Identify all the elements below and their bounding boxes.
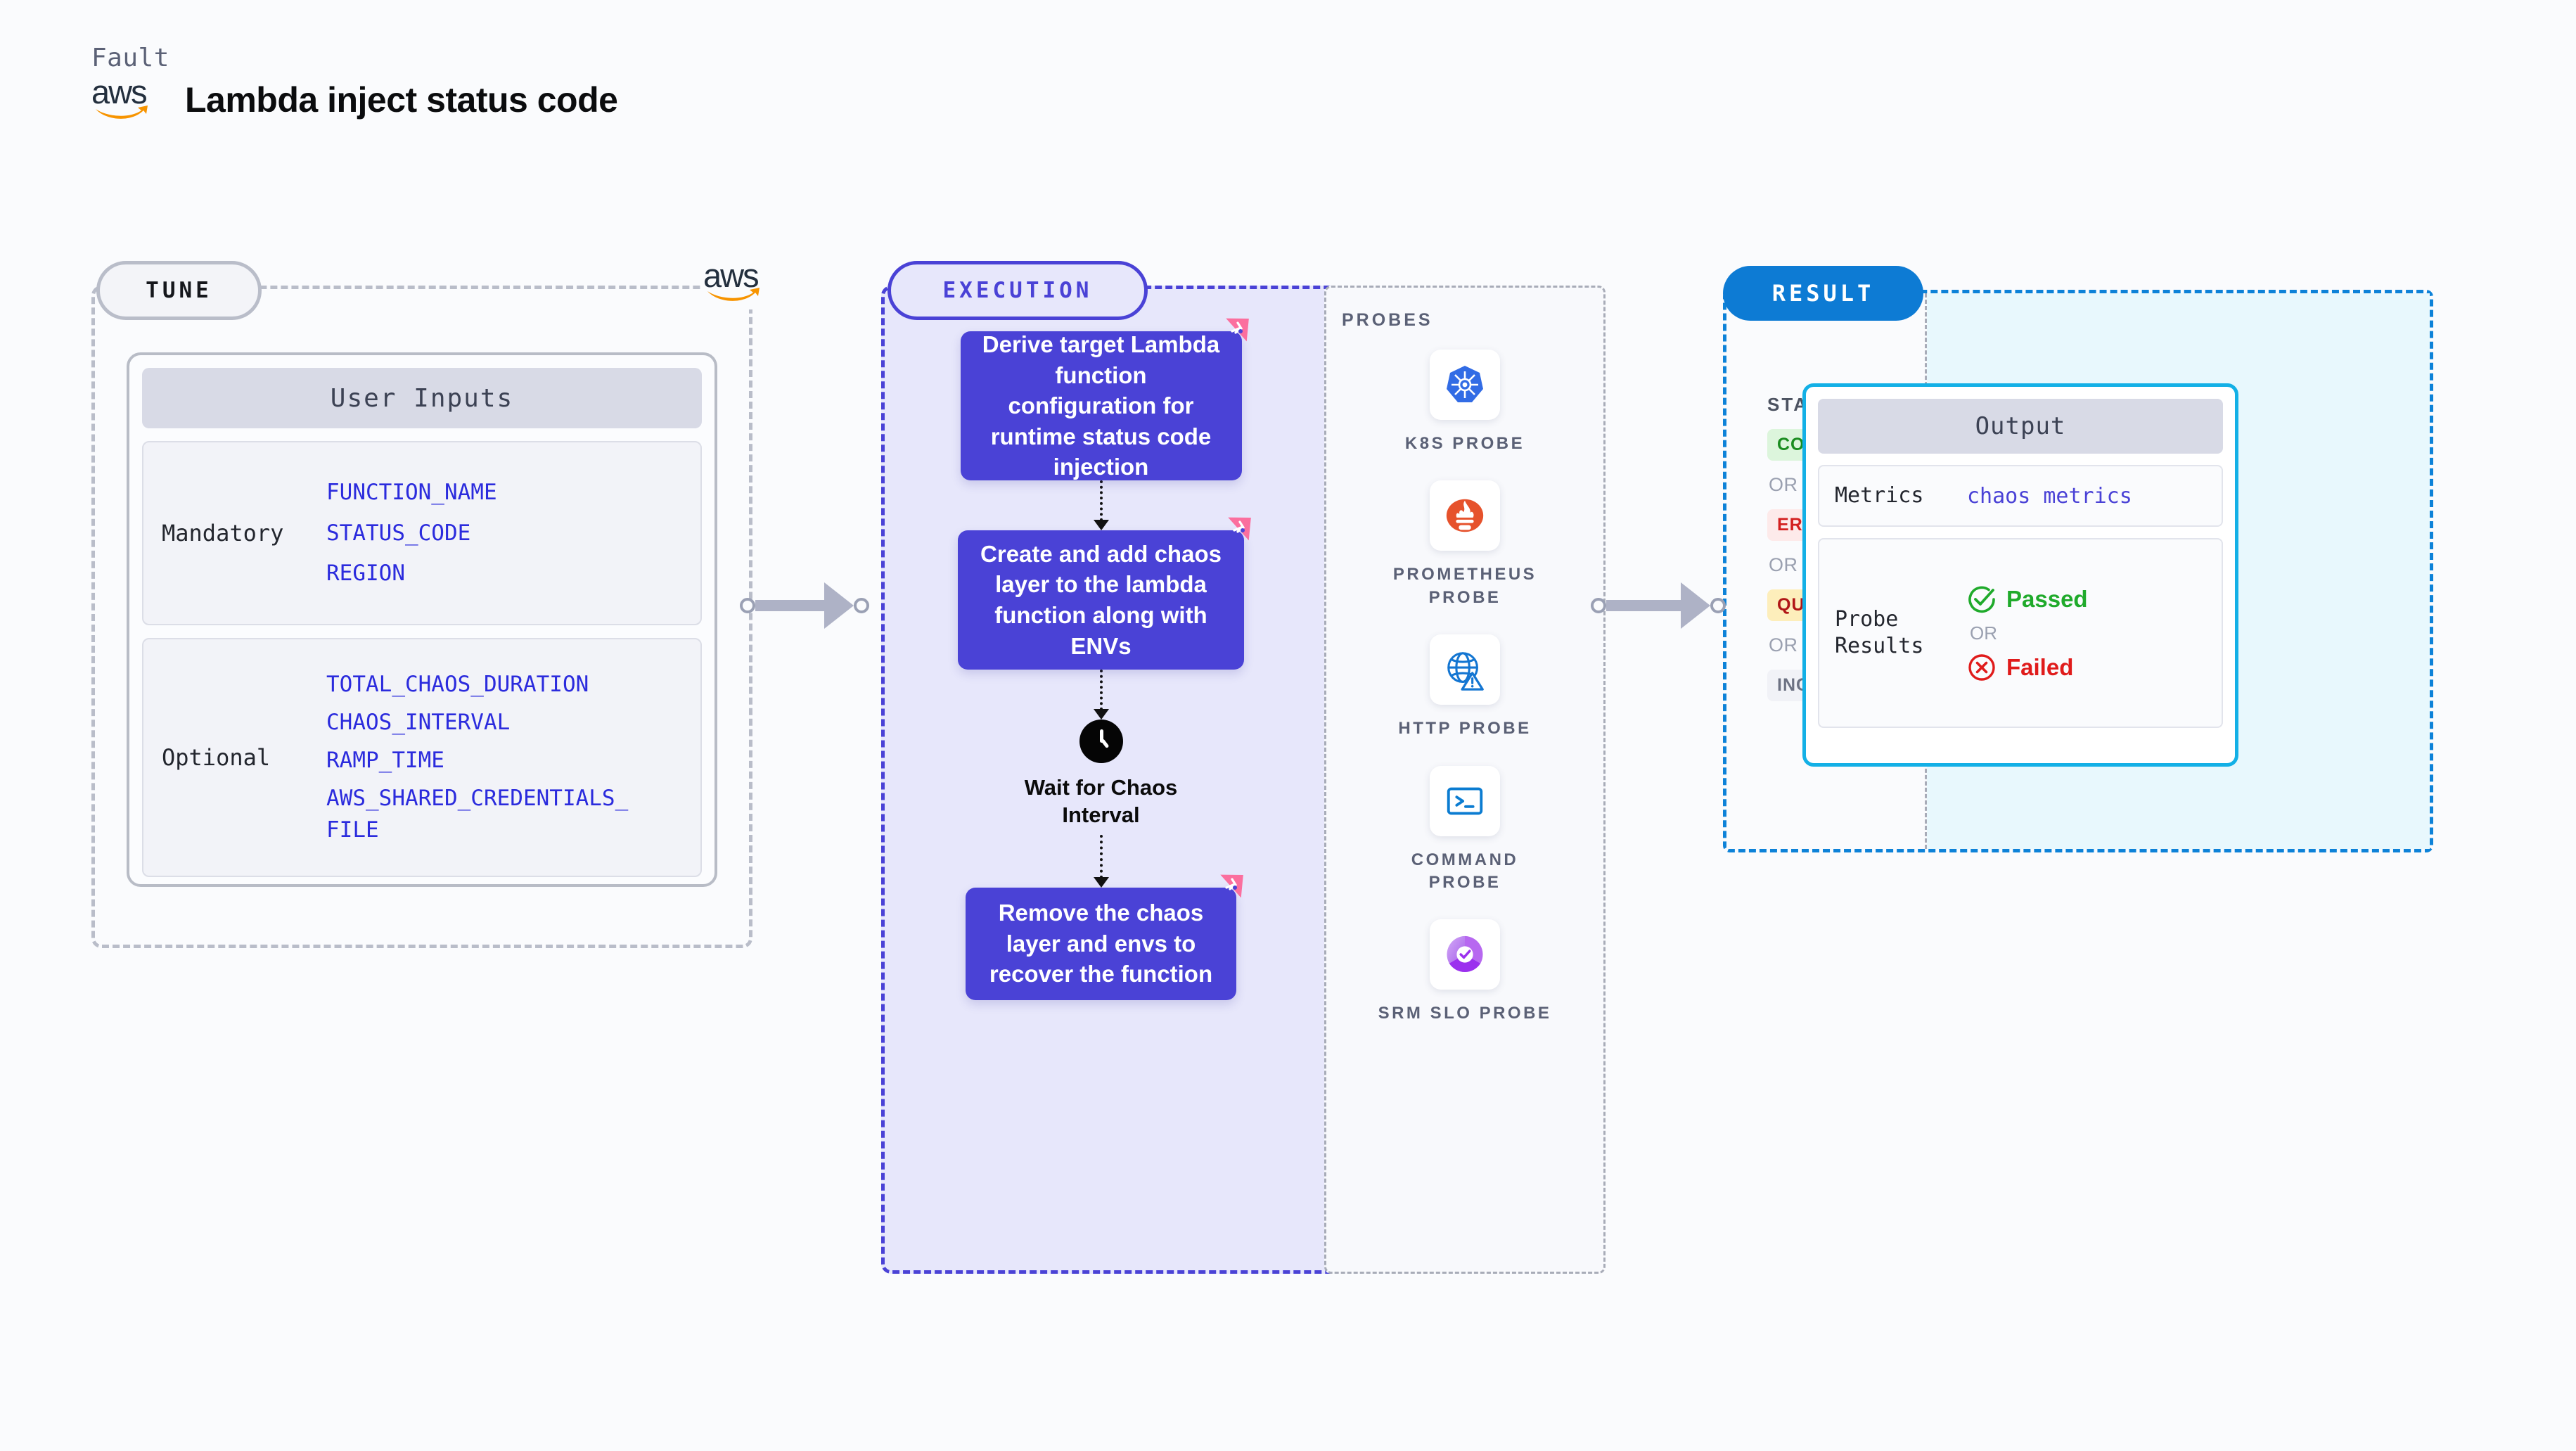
probes-list: K8S PROBE PROMETHEUS PROBE	[1326, 350, 1603, 1025]
aws-smile-icon	[96, 106, 148, 119]
connector-arrowhead	[824, 582, 854, 629]
param-status-code: STATUS_CODE	[326, 520, 471, 546]
metrics-key: Metrics	[1835, 482, 1924, 508]
param-chaos-interval: CHAOS_INTERVAL	[326, 710, 511, 736]
probes-section: PROBES K8S PROBE	[1324, 286, 1606, 1274]
probe-result-failed: Failed	[1967, 653, 2222, 682]
probe-item-command[interactable]: COMMAND PROBE	[1373, 765, 1556, 895]
param-region: REGION	[326, 561, 405, 587]
aws-logo: aws	[91, 75, 165, 122]
execution-step-3-text: Remove the chaos layer and envs to recov…	[989, 900, 1213, 987]
probe-label-k8s: K8S PROBE	[1404, 434, 1525, 453]
output-card: Output Metrics chaos metrics Probe Resul…	[1802, 383, 2238, 767]
user-inputs-card: User Inputs Mandatory FUNCTION_NAME STAT…	[127, 352, 717, 887]
connector-end-dot	[1710, 598, 1726, 613]
connector-end-dot	[854, 598, 869, 613]
tune-section: User Inputs Mandatory FUNCTION_NAME STAT…	[91, 286, 752, 948]
param-total-chaos-duration: TOTAL_CHAOS_DURATION	[326, 672, 589, 698]
probe-results-key: Probe Results	[1835, 606, 1924, 658]
tune-aws-badge: aws	[703, 259, 777, 309]
http-globe-warning-icon	[1430, 634, 1500, 705]
chaos-corner-badge-icon	[1228, 517, 1251, 541]
passed-label: Passed	[2006, 585, 2088, 612]
optional-params-group: Optional TOTAL_CHAOS_DURATION CHAOS_INTE…	[142, 638, 702, 877]
output-title: Output	[1818, 399, 2223, 454]
connector-line	[1606, 600, 1682, 611]
user-inputs-title: User Inputs	[142, 368, 702, 428]
wait-node-label: Wait for Chaos Interval	[1024, 775, 1178, 827]
prometheus-icon	[1430, 480, 1500, 551]
probe-item-prometheus[interactable]: PROMETHEUS PROBE	[1373, 480, 1556, 609]
clock-icon	[1079, 720, 1123, 763]
execution-step-2-text: Create and add chaos layer to the lambda…	[980, 540, 1222, 659]
failed-label: Failed	[2006, 653, 2074, 680]
probe-result-or: OR	[1970, 622, 1997, 644]
connector-execution-to-result	[1591, 582, 1726, 629]
chaos-corner-badge-icon	[1225, 318, 1249, 342]
status-or-3: OR	[1769, 634, 1798, 656]
probe-item-http[interactable]: HTTP PROBE	[1373, 634, 1556, 740]
execution-step-3: Remove the chaos layer and envs to recov…	[966, 874, 1243, 1000]
page-title: Lambda inject status code	[185, 80, 618, 120]
probe-item-srm-slo[interactable]: SRM SLO PROBE	[1373, 919, 1556, 1025]
probe-result-passed: Passed	[1967, 584, 2222, 614]
probe-label-srm-slo: SRM SLO PROBE	[1378, 1004, 1552, 1023]
execution-step-1: Derive target Lambda function configurat…	[960, 318, 1249, 480]
wait-for-chaos-interval-node: Wait for Chaos Interval	[996, 720, 1207, 829]
param-ramp-time: RAMP_TIME	[326, 748, 444, 774]
flow-arrow-1	[1093, 480, 1109, 530]
optional-label: Optional	[162, 744, 271, 771]
execution-step-2: Create and add chaos layer to the lambda…	[958, 517, 1251, 670]
execution-pill: EXECUTION	[887, 261, 1148, 320]
connector-start-dot	[740, 598, 755, 613]
tune-pill: TUNE	[96, 261, 262, 320]
aws-smile-icon	[707, 288, 760, 301]
page-header: Fault aws Lambda inject status code	[91, 44, 618, 122]
check-circle-icon	[1968, 586, 1995, 613]
probe-label-command: COMMAND PROBE	[1411, 850, 1519, 892]
mandatory-label: Mandatory	[162, 520, 284, 546]
x-circle-icon	[1968, 653, 1995, 681]
flow-arrow-2	[1093, 670, 1109, 720]
metrics-value: chaos metrics	[1967, 483, 2132, 509]
kubernetes-icon	[1430, 350, 1500, 420]
connector-tune-to-execution	[740, 582, 869, 629]
result-section: STATUS COMPLETED OR ERRORED OR QUEUED OR…	[1723, 290, 2433, 852]
chaos-corner-badge-icon	[1220, 874, 1243, 897]
terminal-icon	[1430, 765, 1500, 836]
param-function-name: FUNCTION_NAME	[326, 479, 497, 505]
flow-arrow-3	[1093, 834, 1109, 888]
srm-slo-icon	[1430, 919, 1500, 990]
execution-step-1-text: Derive target Lambda function configurat…	[982, 331, 1220, 480]
mandatory-params-group: Mandatory FUNCTION_NAME STATUS_CODE REGI…	[142, 441, 702, 625]
execution-flow: Derive target Lambda function configurat…	[885, 318, 1317, 1000]
output-row-metrics: Metrics chaos metrics	[1818, 465, 2223, 527]
fault-label: Fault	[91, 44, 169, 72]
output-row-probe-results: Probe Results Passed OR	[1818, 538, 2223, 728]
probes-title: PROBES	[1342, 310, 1433, 330]
connector-start-dot	[1591, 598, 1606, 613]
result-pill: RESULT	[1723, 266, 1923, 321]
param-aws-shared-credentials-file: AWS_SHARED_CREDENTIALS_ FILE	[326, 785, 629, 843]
probe-item-k8s[interactable]: K8S PROBE	[1373, 350, 1556, 455]
probe-label-http: HTTP PROBE	[1398, 719, 1532, 739]
probe-label-prometheus: PROMETHEUS PROBE	[1392, 565, 1537, 607]
status-or-1: OR	[1769, 474, 1798, 495]
connector-arrowhead	[1681, 582, 1710, 629]
connector-line	[755, 600, 826, 611]
status-or-2: OR	[1769, 554, 1798, 575]
